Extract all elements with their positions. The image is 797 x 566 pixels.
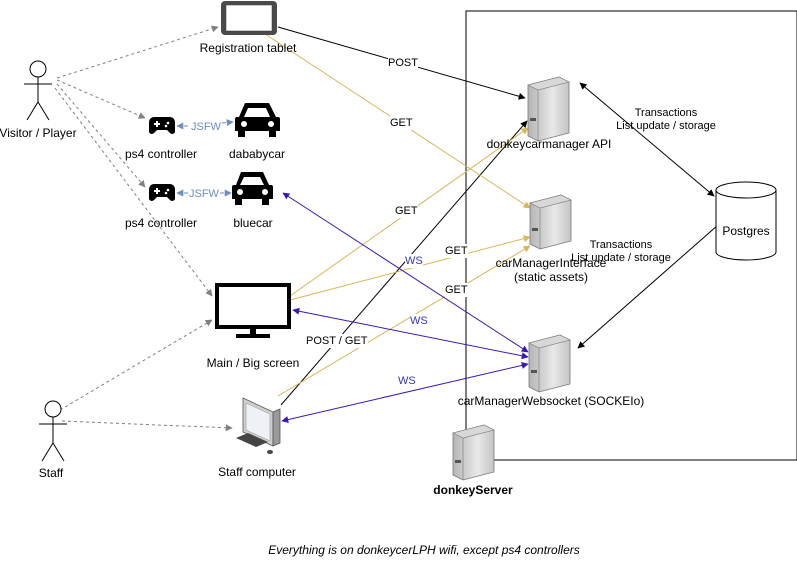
staff-actor-icon [39, 400, 67, 462]
visitor-label: Visitor / Player [0, 126, 77, 140]
post-edge-label: POST [388, 56, 418, 70]
api-label: donkeycarmanager API [486, 137, 612, 151]
jsfw-edges [176, 119, 234, 197]
websocket-label: carManagerWebsocket (SOCKEIo) [457, 394, 645, 408]
db-edge-sublabel-2: List update / storage [571, 252, 671, 264]
server-icon [527, 76, 570, 142]
staff-computer-label: Staff computer [218, 465, 296, 479]
car-icon [232, 172, 273, 205]
monitor-icon [215, 283, 291, 338]
get-staff-interface-edge-label: GET [445, 283, 468, 297]
websocket-edges [281, 192, 529, 423]
ws-screen-edge-label: WS [410, 314, 428, 328]
jsfw-edge-label-2: JSFW [189, 187, 219, 201]
server-host-label: donkeyServer [433, 483, 513, 497]
database-label: Postgres [722, 224, 770, 238]
actor-edges [54, 25, 233, 432]
post-get-staff-edge-label: POST / GET [306, 334, 368, 348]
db-edge-label-1: Transactions [634, 107, 698, 119]
get-screen-interface-edge-label: GET [445, 244, 468, 258]
interface-label: carManagerInterface [495, 256, 607, 270]
ps4-controller-label-2: ps4 controller [124, 216, 198, 230]
get-screen-api-edge-label: GET [395, 204, 418, 218]
main-screen-label: Main / Big screen [206, 356, 300, 370]
gamepad-icon [149, 117, 175, 134]
black-edges [277, 26, 727, 406]
car-icon [235, 103, 280, 137]
ws-staff-edge-label: WS [398, 374, 416, 388]
computer-icon [236, 397, 281, 454]
diagram-caption: Everything is on donkeycerLPH wifi, exce… [268, 543, 580, 557]
car-label-1: dababycar [228, 147, 286, 161]
gamepad-icon [149, 184, 175, 201]
visitor-actor-icon [24, 60, 52, 121]
staff-label: Staff [38, 466, 64, 480]
server-icon [529, 194, 572, 250]
car-label-2: bluecar [233, 216, 273, 230]
db-edge-sublabel-1: List update / storage [616, 120, 716, 132]
ps4-controller-label-1: ps4 controller [124, 147, 198, 161]
database-icon [715, 181, 777, 261]
ws-car-edge-label: WS [405, 254, 423, 268]
tablet-icon [221, 1, 277, 35]
jsfw-edge-label-1: JSFW [191, 120, 221, 134]
interface-sublabel: (static assets) [513, 270, 589, 284]
server-icon [452, 424, 495, 481]
server-icon [528, 334, 571, 393]
db-edge-label-2: Transactions [589, 239, 653, 251]
tablet-label: Registration tablet [199, 41, 297, 55]
get-tablet-edge-label: GET [390, 116, 413, 130]
